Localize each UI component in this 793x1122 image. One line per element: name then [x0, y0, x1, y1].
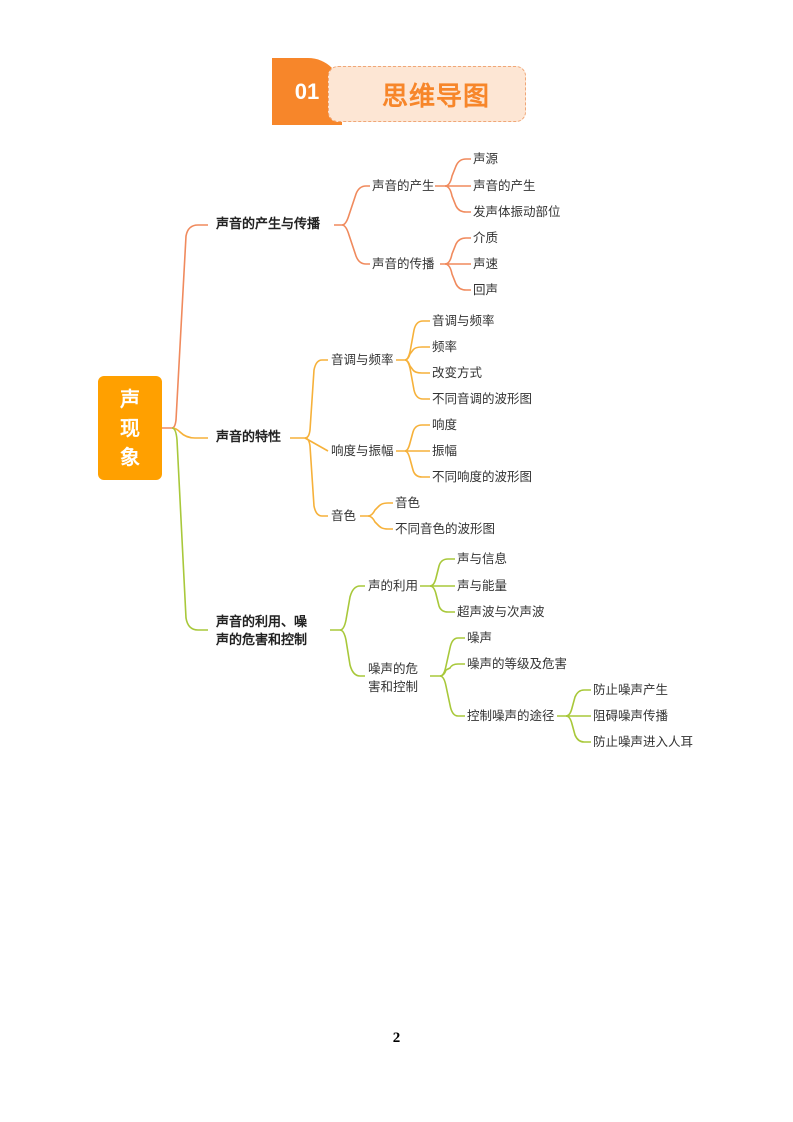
sub-label-line: 噪声的危: [368, 661, 419, 676]
root-char: 象: [120, 444, 140, 469]
root-char: 声: [120, 386, 140, 411]
branch-label-line: 声的危害和控制: [216, 633, 308, 648]
leaf-node[interactable]: 振幅: [432, 443, 458, 458]
leaf-node[interactable]: 不同响度的波形图: [432, 469, 533, 484]
sub-node[interactable]: 声音的产生: [372, 178, 435, 193]
leaf-node[interactable]: 声与信息: [457, 551, 508, 566]
leaf-node[interactable]: 超声波与次声波: [457, 604, 545, 619]
sub-node[interactable]: 声的利用: [368, 578, 419, 593]
sub-label-line: 害和控制: [368, 679, 419, 694]
leaf-node[interactable]: 声速: [473, 256, 499, 271]
leaf-node[interactable]: 介质: [473, 230, 499, 245]
leaf-node[interactable]: 声源: [473, 151, 499, 166]
leaf-node[interactable]: 频率: [432, 339, 458, 354]
leaf-node[interactable]: 声与能量: [457, 578, 508, 593]
sub-node[interactable]: 音色: [331, 508, 357, 523]
leaf-node[interactable]: 阻碍噪声传播: [593, 708, 669, 723]
sub-node[interactable]: 音调与频率: [331, 352, 394, 367]
page-number: 2: [392, 1030, 401, 1046]
sub-node[interactable]: 声音的传播: [372, 256, 435, 271]
leaf-node[interactable]: 噪声的等级及危害: [467, 656, 568, 671]
sub-node[interactable]: 响度与振幅: [331, 443, 394, 458]
sub-node[interactable]: 控制噪声的途径: [467, 708, 555, 723]
leaf-node[interactable]: 防止噪声进入人耳: [593, 734, 694, 749]
root-node[interactable]: 声 现 象: [98, 376, 162, 480]
leaf-node[interactable]: 不同音调的波形图: [432, 391, 533, 406]
leaf-node[interactable]: 发声体振动部位: [473, 204, 561, 219]
branch-node[interactable]: 声音的特性: [216, 430, 282, 445]
leaf-node[interactable]: 噪声: [467, 630, 493, 645]
leaf-node[interactable]: 不同音色的波形图: [395, 521, 496, 536]
branch-node[interactable]: 声音的利用、噪 声的危害和控制: [216, 614, 307, 650]
leaf-node[interactable]: 声音的产生: [473, 178, 536, 193]
leaf-node[interactable]: 音调与频率: [432, 313, 495, 328]
section-title: 思维导图: [328, 66, 526, 122]
leaf-node[interactable]: 回声: [473, 282, 499, 297]
leaf-node[interactable]: 响度: [432, 417, 458, 432]
leaf-node[interactable]: 防止噪声产生: [593, 682, 669, 697]
leaf-node[interactable]: 改变方式: [432, 365, 483, 380]
leaf-node[interactable]: 音色: [395, 495, 421, 510]
root-char: 现: [120, 415, 140, 440]
branch-label-line: 声音的利用、噪: [216, 615, 308, 630]
branch-node[interactable]: 声音的产生与传播: [216, 217, 321, 232]
sub-node[interactable]: 噪声的危 害和控制: [368, 660, 418, 696]
